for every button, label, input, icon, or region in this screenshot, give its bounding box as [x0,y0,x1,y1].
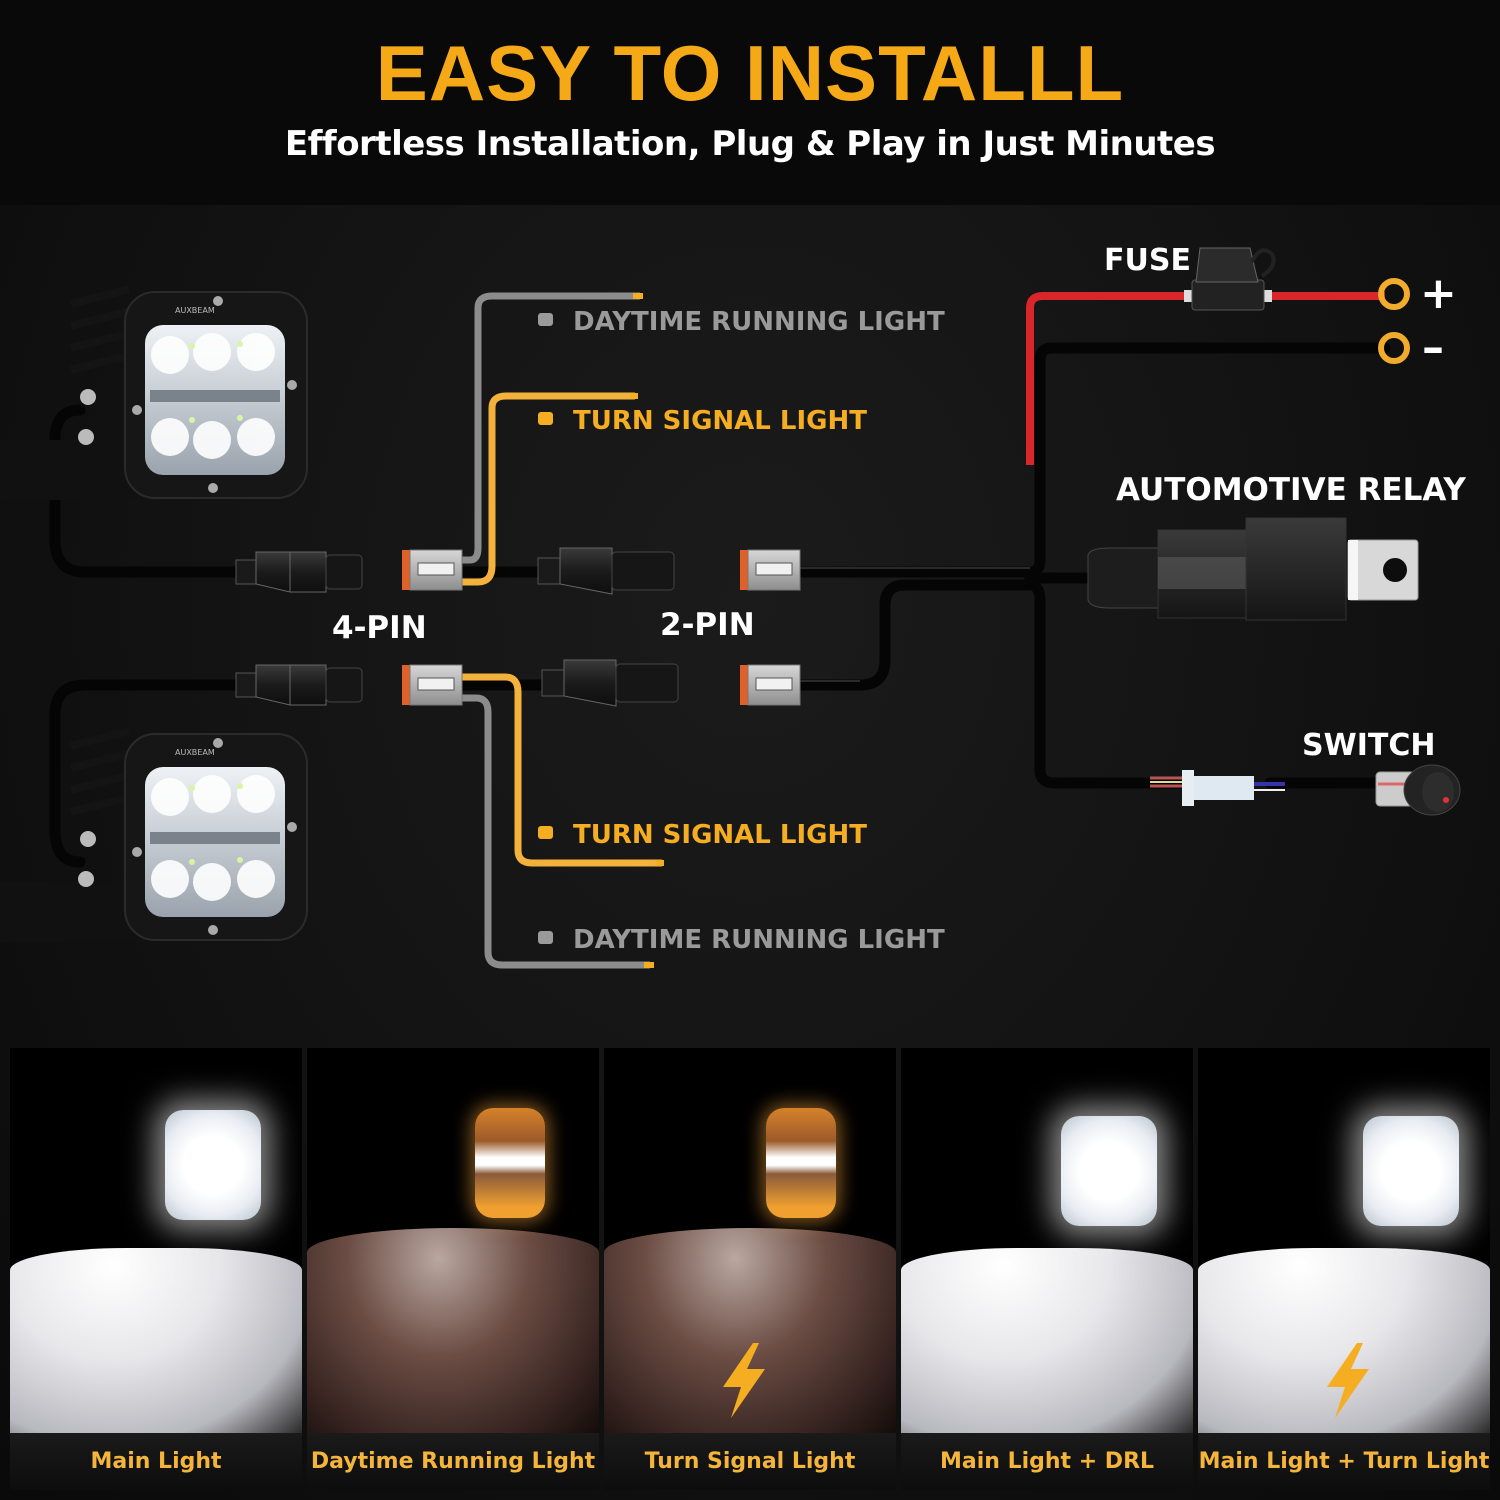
lamp2-cable [49,679,246,868]
fuse-holder [1184,247,1276,311]
mode-caption: Main Light + DRL [901,1433,1193,1490]
relay-label: AUTOMOTIVE RELAY [1116,472,1466,508]
positive-ring-terminal [1378,278,1410,310]
switch-label: SWITCH [1302,728,1436,763]
page-title: EASY TO INSTALLL [375,29,1125,117]
wiring-diagram: AUXBEAM AUXBEAM [0,205,1500,1045]
svg-text:AUXBEAM: AUXBEAM [175,748,215,757]
lamp-lit-amber [766,1108,836,1218]
mode-panel-drl: Daytime Running Light [307,1048,599,1490]
mode-caption: Main Light [10,1433,302,1490]
mode-caption: Turn Signal Light [604,1433,896,1490]
drl-label-top: DAYTIME RUNNING LIGHT [538,307,945,337]
lamp-top: AUXBEAM [0,285,308,500]
amber-bullet-icon [538,412,553,425]
wiring-svg: AUXBEAM AUXBEAM [0,247,1461,969]
negative-wire [794,342,1391,578]
lamp-lit-white [1061,1116,1157,1226]
male-connector-2pin-top [537,547,675,595]
mode-panel-main-drl: Main Light + DRL [901,1048,1193,1490]
lamp-bottom: AUXBEAM [0,727,308,942]
grey-bullet-icon [538,931,553,944]
male-connector-4pin-bottom [235,664,363,706]
positive-wire [1026,292,1385,465]
lamp-lit-white [165,1110,261,1220]
turn-label-top: TURN SIGNAL LIGHT [538,406,867,436]
switch-connector [1150,770,1285,806]
turn-wire-top [462,392,635,586]
white-beam [10,1248,302,1433]
drl-label-bottom: DAYTIME RUNNING LIGHT [538,925,945,955]
warm-beam [307,1228,599,1433]
lamp1-cable [49,404,246,578]
mode-panel-turn-signal: Turn Signal Light [604,1048,896,1490]
negative-terminal-label: – [1422,322,1444,373]
mode-scene [307,1048,599,1433]
grey-bullet-icon [538,313,553,326]
lightning-bolt-icon [723,1343,765,1418]
mode-panel-main-light: Main Light [10,1048,302,1490]
connector-4pin-label: 4-PIN [332,610,427,646]
male-connector-4pin-top [235,551,363,593]
mode-scene [604,1048,896,1433]
lamp-lit-amber [475,1108,545,1218]
light-modes-strip: Main Light Daytime Running Light Turn Si… [10,1048,1490,1490]
switch-wire [794,579,1186,789]
mode-scene [10,1048,302,1433]
warm-beam [604,1228,896,1433]
male-connector-2pin-bottom [541,659,679,707]
white-beam [901,1248,1193,1433]
female-connector-2pin-bottom [740,664,801,706]
mode-scene [1198,1048,1490,1433]
connector-2pin-label: 2-PIN [660,607,755,643]
amber-bullet-icon [538,826,553,839]
rocker-switch [1375,764,1461,816]
lightning-bolt-icon [1327,1343,1369,1418]
female-connector-4pin-bottom [402,664,463,706]
female-connector-4pin-top [402,549,463,591]
mode-scene [901,1048,1193,1433]
svg-text:AUXBEAM: AUXBEAM [175,306,215,315]
page-subtitle: Effortless Installation, Plug & Play in … [284,124,1216,164]
drl-wire-top [462,292,640,564]
turn-wire-bottom [462,673,662,867]
relay [1087,517,1419,621]
negative-ring-terminal [1378,332,1410,364]
lamp-lit-white [1363,1116,1459,1226]
mode-panel-main-turn: Main Light + Turn Light [1198,1048,1490,1490]
female-connector-2pin-top [740,549,801,591]
positive-terminal-label: + [1420,268,1457,319]
mode-caption: Main Light + Turn Light [1198,1433,1490,1490]
mode-caption: Daytime Running Light [307,1433,599,1490]
header-band [0,0,1500,205]
drl-wire-bottom [462,694,650,969]
turn-label-bottom: TURN SIGNAL LIGHT [538,820,867,850]
fuse-label: FUSE [1104,243,1191,278]
